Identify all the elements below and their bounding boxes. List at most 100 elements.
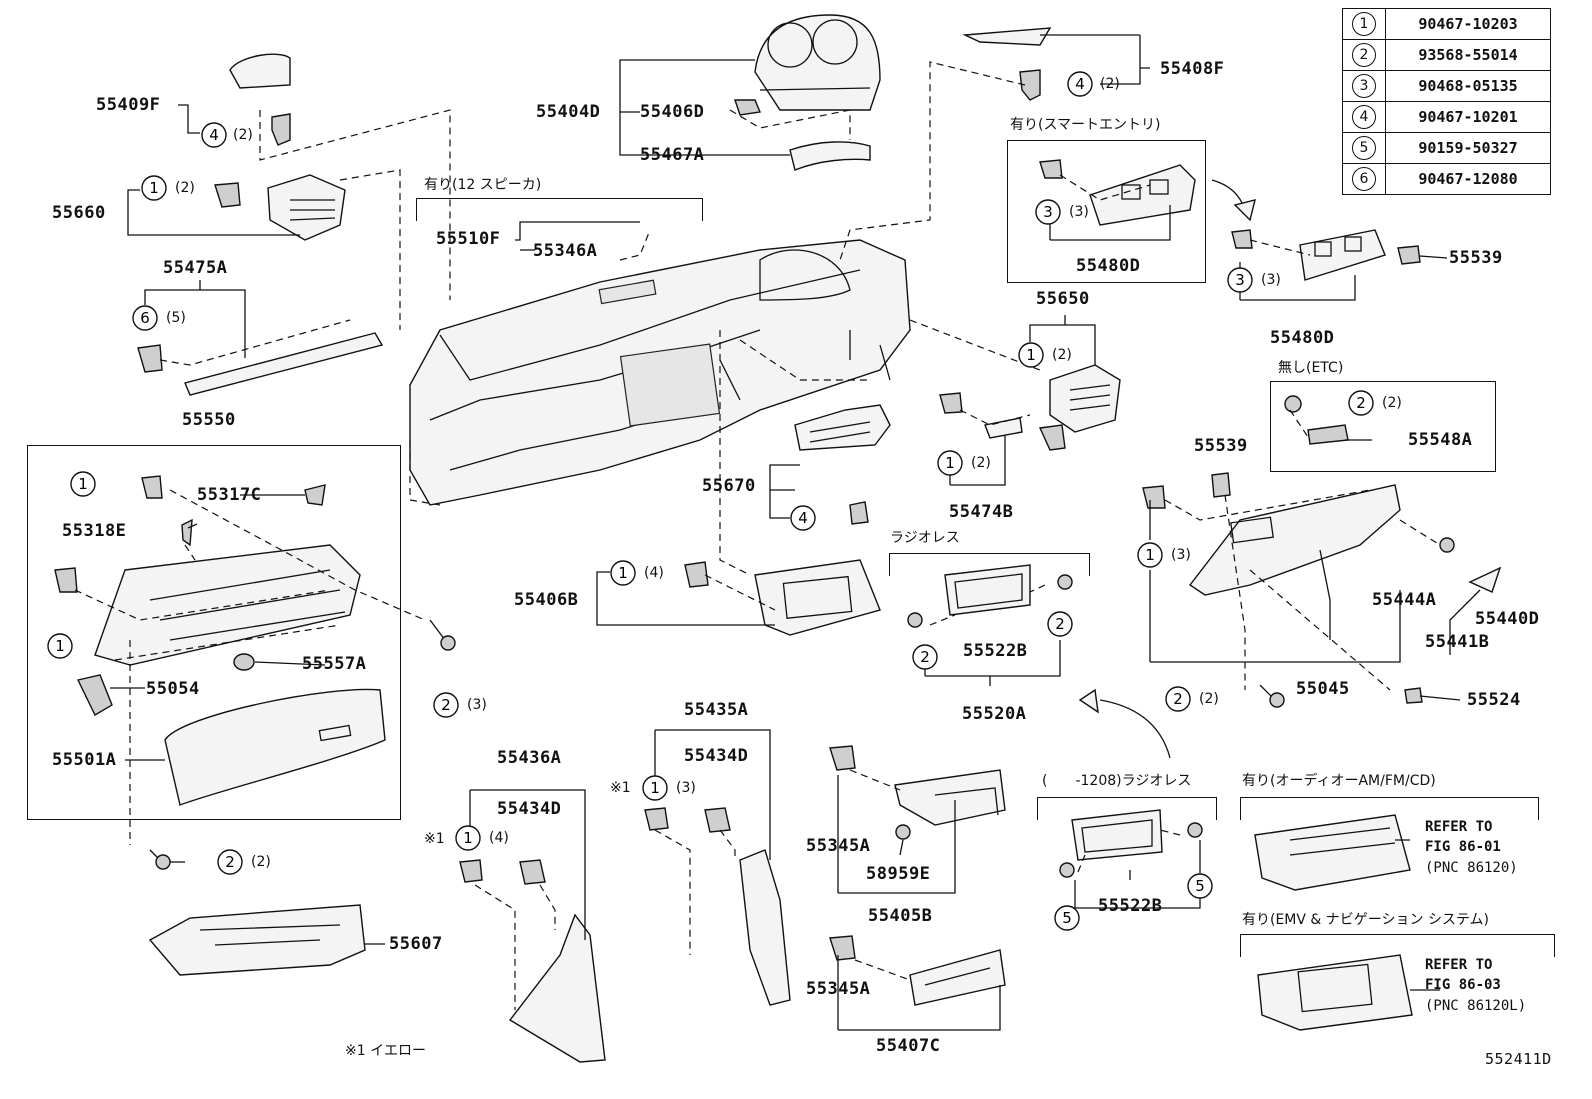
speaker-note: 有り(12 スピーカ) <box>424 177 542 193</box>
part-label: 55501A <box>52 750 117 770</box>
etc-group-frame <box>1270 381 1496 472</box>
legend-row: 5 90159-50327 <box>1342 132 1551 164</box>
audio-note: 有り(オーディオーAM/FM/CD) <box>1242 773 1436 789</box>
qty-label: (2) <box>175 180 195 196</box>
ref-line2: FIG 86-03 <box>1425 977 1501 994</box>
dashed-guides <box>74 61 1441 1010</box>
audio-bracket <box>1240 797 1539 820</box>
qty-label: (3) <box>467 697 487 713</box>
part-label: 55670 <box>702 476 756 496</box>
ref-pnc: (PNC 86120L) <box>1425 997 1527 1014</box>
svg-text:2: 2 <box>1173 690 1183 708</box>
screws <box>149 395 1455 878</box>
svg-text:4: 4 <box>798 509 808 527</box>
qty-label: (3) <box>1261 272 1281 288</box>
qty-label: (2) <box>1382 395 1402 411</box>
legend-num: 1 <box>1352 12 1376 36</box>
radioless2-note: ( -1208)ラジオレス <box>1042 773 1192 789</box>
part-label: 55345A <box>806 836 871 856</box>
part-label: 55054 <box>146 679 200 699</box>
svg-text:1: 1 <box>149 179 159 197</box>
svg-text:2: 2 <box>1356 394 1366 412</box>
part-label: 55440D <box>1475 609 1540 629</box>
part-label: 55510F <box>436 229 501 249</box>
part-label: 55346A <box>533 241 598 261</box>
part-label: 55522B <box>1098 896 1163 916</box>
svg-text:5: 5 <box>1195 877 1205 895</box>
glove-box-group-frame <box>27 445 401 820</box>
legend-row: 1 90467-10203 <box>1342 8 1551 40</box>
qty-label: (2) <box>1199 691 1219 707</box>
legend-part: 90467-10201 <box>1385 101 1551 133</box>
legend-part: 90159-50327 <box>1385 132 1551 164</box>
part-label: 55475A <box>163 258 228 278</box>
legend-num: 6 <box>1352 167 1376 191</box>
radioless2-bracket <box>1037 797 1217 820</box>
diagram-id: 552411D <box>1485 1050 1552 1068</box>
radioless-note: ラジオレス <box>890 530 960 546</box>
svg-text:1: 1 <box>1145 546 1155 564</box>
part-label: 55405B <box>868 906 933 926</box>
legend-num: 4 <box>1352 105 1376 129</box>
meter-hood <box>734 14 881 171</box>
svg-text:3: 3 <box>1235 271 1245 289</box>
part-label: 55318E <box>62 521 127 541</box>
part-label: 55045 <box>1296 679 1350 699</box>
instrument-panel-body <box>409 239 911 506</box>
qty-label: (4) <box>644 565 664 581</box>
svg-text:2: 2 <box>920 648 930 666</box>
glove-box-assembly <box>54 475 386 806</box>
part-label: 55548A <box>1408 430 1473 450</box>
qty-label: (2) <box>233 127 253 143</box>
svg-text:1: 1 <box>1026 346 1036 364</box>
legend-part: 90468-05135 <box>1385 70 1551 102</box>
audio-reference: REFER TO FIG 86-01 (PNC 86120) <box>1425 817 1518 878</box>
legend-num: 5 <box>1352 136 1376 160</box>
part-label: 55406B <box>514 590 579 610</box>
legend-num: 2 <box>1352 43 1376 67</box>
nav-note: 有り(EMV & ナビゲーション システム) <box>1242 912 1489 928</box>
legend-part: 90467-10203 <box>1385 8 1551 40</box>
ref-line2: FIG 86-01 <box>1425 839 1501 856</box>
part-label: 55550 <box>182 410 236 430</box>
part-label: 55441B <box>1425 632 1490 652</box>
part-label: 55660 <box>52 203 106 223</box>
part-label: 55474B <box>949 502 1014 522</box>
svg-text:1: 1 <box>55 637 65 655</box>
etc-note: 無し(ETC) <box>1278 360 1344 376</box>
part-label: 55434D <box>684 746 749 766</box>
qty-label: (2) <box>1052 347 1072 363</box>
part-label: 55524 <box>1467 690 1521 710</box>
qty-label: (2) <box>1100 76 1120 92</box>
nav-reference: REFER TO FIG 86-03 (PNC 86120L) <box>1425 955 1526 1016</box>
part-label: 55408F <box>1160 59 1225 79</box>
part-label: 58959E <box>866 864 931 884</box>
ref-line1: REFER TO <box>1425 957 1493 973</box>
part-label: 55406D <box>640 102 705 122</box>
svg-text:2: 2 <box>441 696 451 714</box>
svg-text:2: 2 <box>225 853 235 871</box>
qty-label: (2) <box>251 854 271 870</box>
part-label: 55607 <box>389 934 443 954</box>
svg-text:1: 1 <box>618 564 628 582</box>
ref-pnc: (PNC 86120) <box>1425 859 1518 876</box>
qty-label: (4) <box>489 830 509 846</box>
part-label: 55480D <box>1270 328 1335 348</box>
part-label: 55317C <box>197 485 262 505</box>
smart-entry-note: 有り(スマートエントリ) <box>1010 117 1161 133</box>
svg-text:4: 4 <box>1075 75 1085 93</box>
legend-part: 93568-55014 <box>1385 39 1551 71</box>
part-label: 55435A <box>684 700 749 720</box>
part-label: 55404D <box>536 102 601 122</box>
nav-bracket <box>1240 934 1555 957</box>
svg-text:3: 3 <box>1043 203 1053 221</box>
part-label: 55436A <box>497 748 562 768</box>
part-label: 55467A <box>640 145 705 165</box>
part-label: 55539 <box>1449 248 1503 268</box>
callouts: 4 4 1 6 1 1 2 2 3 3 1 1 4 2 1 2 1 2 2 1 … <box>47 71 1374 931</box>
legend-row: 4 90467-10201 <box>1342 101 1551 133</box>
part-label: 55409F <box>96 95 161 115</box>
ref-line1: REFER TO <box>1425 819 1493 835</box>
